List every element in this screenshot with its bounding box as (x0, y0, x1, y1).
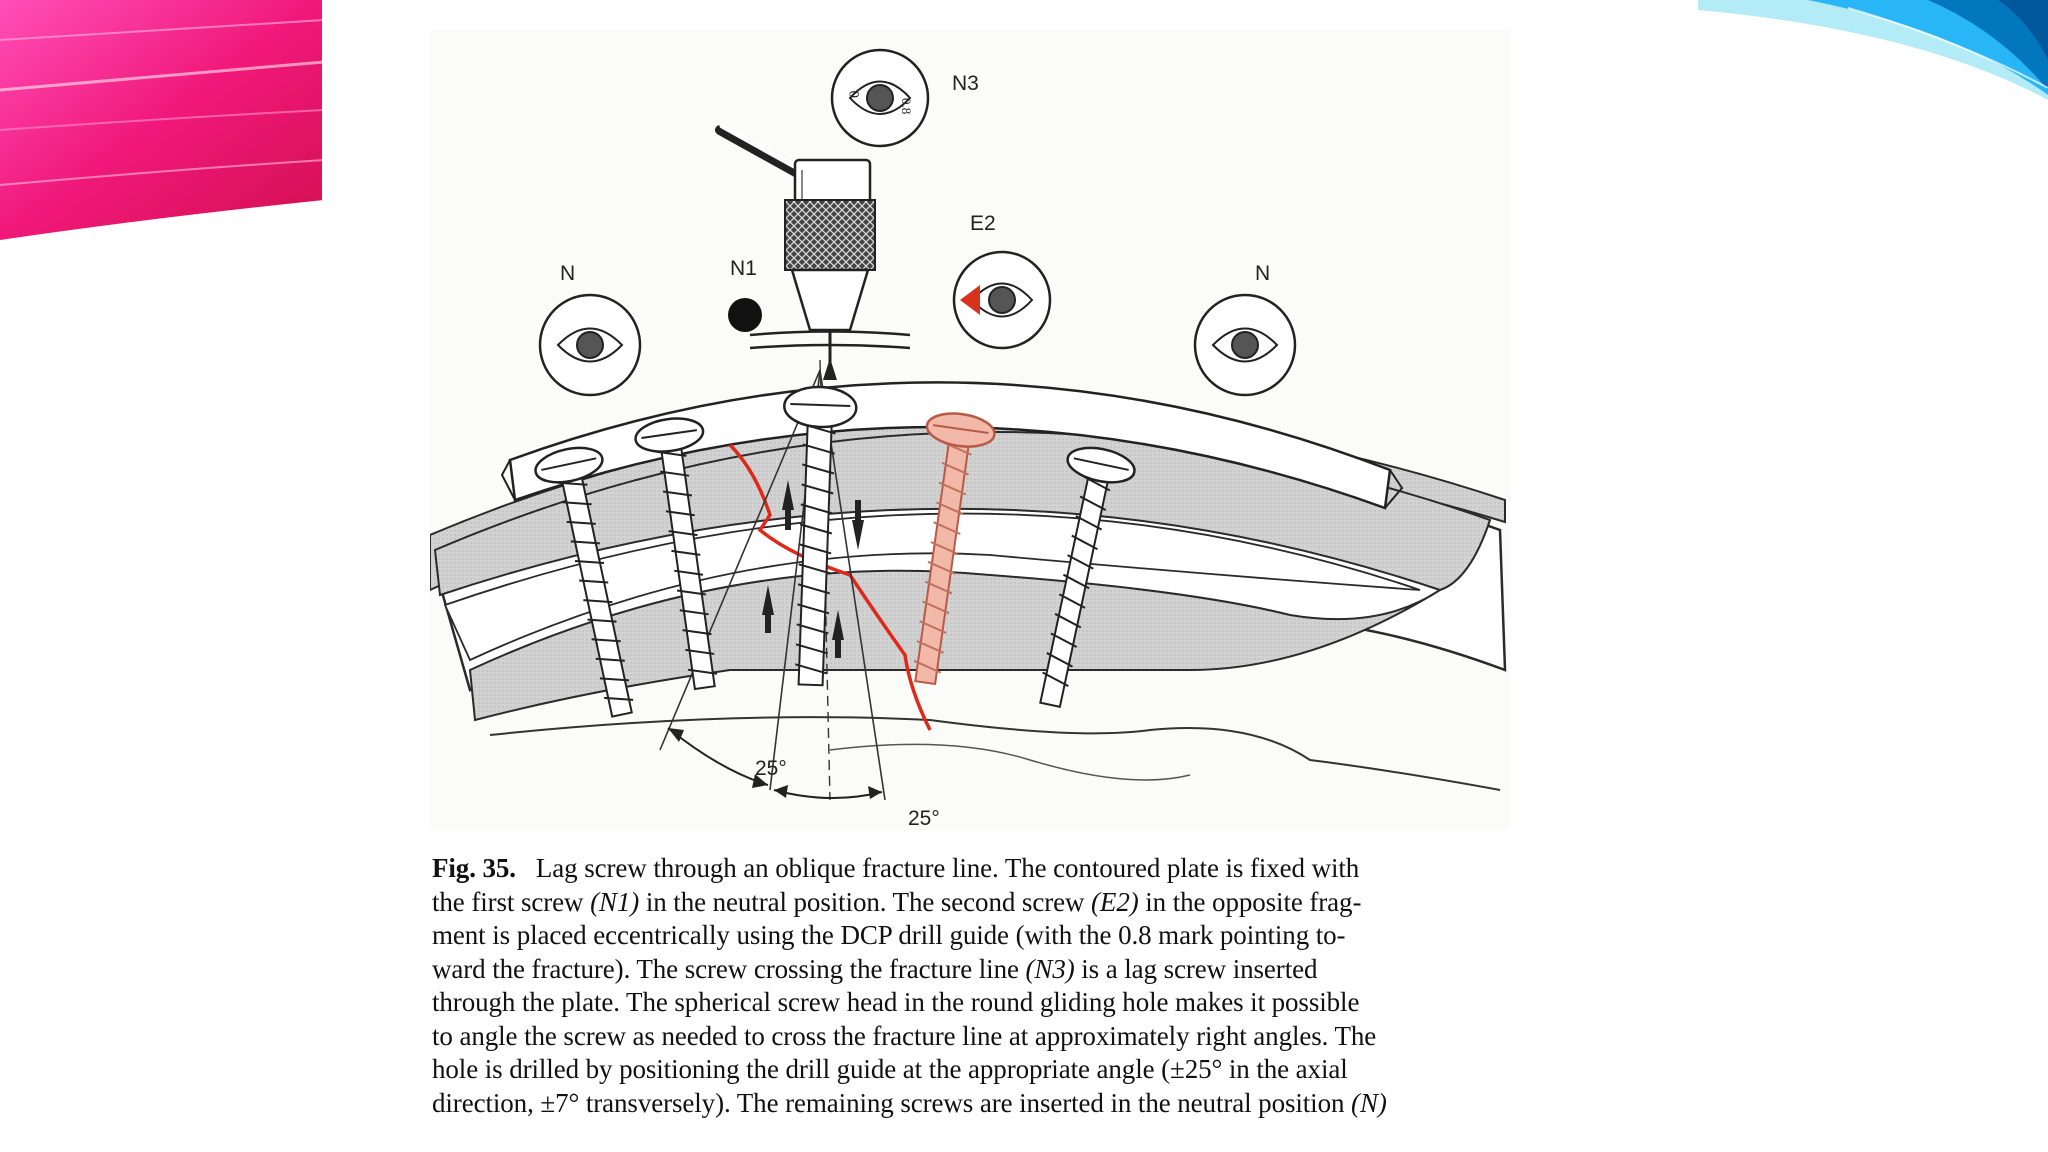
guide-mark-0: 0 (847, 91, 863, 99)
screw-5-neutral (1039, 446, 1136, 709)
hole-detail-n3: 0 0.8 (830, 48, 930, 148)
caption-line-5: through the plate. The spherical screw h… (432, 987, 1360, 1017)
caption-line-4: ward the fracture). The screw crossing t… (432, 953, 1318, 984)
screw-4-eccentric-e2 (913, 412, 996, 686)
caption-line-2: the first screw (N1) in the neutral posi… (432, 886, 1362, 917)
soft-tissue-line (489, 716, 1501, 791)
caption-line-7: hole is drilled by positioning the drill… (432, 1054, 1348, 1084)
hole-detail-n-right (1193, 293, 1297, 397)
label-n1: N1 (730, 257, 757, 280)
caption-line-8: direction, ±7° transversely). The remain… (432, 1087, 1387, 1118)
diagram-svg: 0 0.8 N3 E2 N N1 N 25° 25° (430, 30, 1510, 830)
screw-2-neutral-n1 (634, 417, 718, 691)
label-angle-left: 25° (755, 757, 787, 780)
compression-arrows (762, 480, 864, 658)
label-n3: N3 (952, 72, 979, 95)
label-e2: E2 (970, 212, 996, 235)
decorative-ribbon-right (1698, 0, 2048, 100)
figure-caption: Fig. 35. Lag screw through an oblique fr… (432, 852, 1562, 1120)
hole-detail-e2 (952, 250, 1052, 350)
angle-guide-line-left (659, 369, 821, 751)
bone-cortex-lower (468, 569, 1441, 722)
screw-3-lag-n3 (783, 385, 858, 687)
label-n-left: N (560, 262, 575, 285)
eccentric-direction-arrow (960, 285, 980, 315)
label-n-right: N (1255, 262, 1270, 285)
fracture-line (728, 443, 932, 731)
decorative-ribbon-left (0, 0, 330, 240)
screw-hole-n1 (728, 298, 762, 332)
guide-mark-08: 0.8 (899, 98, 914, 114)
fracture-fixation-diagram: 0 0.8 N3 E2 N N1 N 25° 25° (430, 30, 1510, 830)
screw-1-neutral (534, 446, 634, 718)
hole-detail-n-left (538, 293, 642, 397)
label-angle-bottom: 25° (908, 807, 940, 830)
caption-figure-label: Fig. 35. (432, 853, 516, 883)
dcp-drill-guide (715, 123, 911, 380)
caption-line-3: ment is placed eccentrically using the D… (432, 920, 1346, 950)
caption-line-6: to angle the screw as needed to cross th… (432, 1020, 1377, 1051)
caption-line-1: Fig. 35. Lag screw through an oblique fr… (432, 853, 1360, 883)
